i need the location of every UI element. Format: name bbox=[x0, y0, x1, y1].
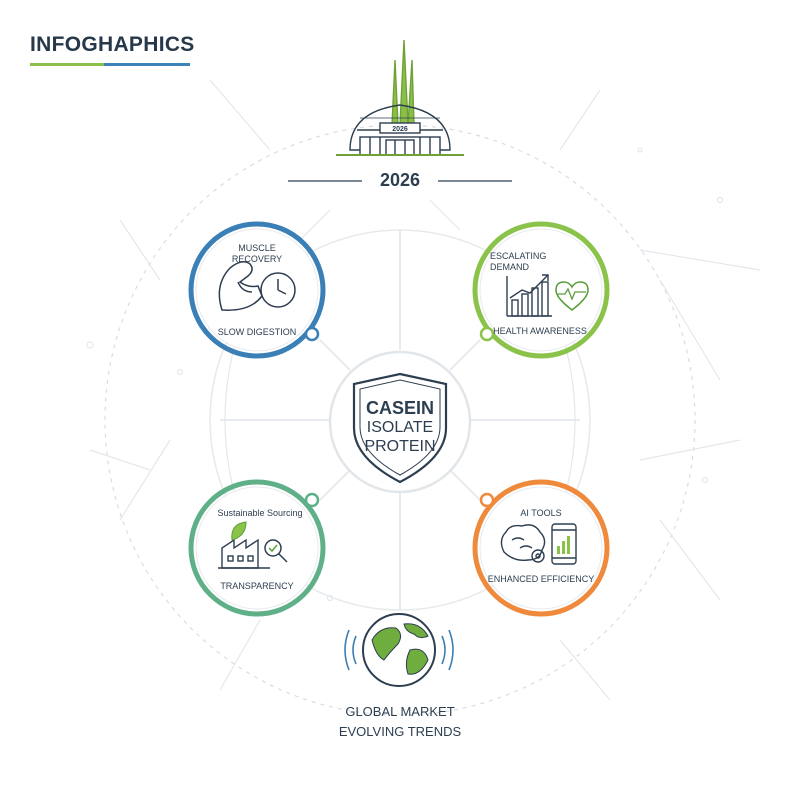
sustain-bottom-label: TRANSPARENCY bbox=[220, 581, 294, 591]
heart-pulse-icon bbox=[555, 281, 589, 312]
shield-line-3: PROTEIN bbox=[364, 438, 436, 455]
sustain-top-label: Sustainable Sourcing bbox=[217, 508, 303, 518]
phone-icon bbox=[551, 523, 577, 565]
brain-gears-icon bbox=[500, 524, 546, 563]
center-shield bbox=[328, 350, 472, 494]
flexed-arm-icon bbox=[218, 261, 263, 311]
leaf-icon bbox=[231, 521, 247, 541]
muscle-bottom-label: SLOW DIGESTION bbox=[217, 327, 297, 337]
node-sustainable-sourcing bbox=[188, 479, 326, 617]
footer-line-1: GLOBAL MARKET bbox=[345, 704, 455, 719]
stadium-sign: 2026 bbox=[392, 126, 408, 133]
demand-bottom-label: HEALTH AWARENESS bbox=[493, 326, 587, 336]
factory-icon bbox=[218, 538, 270, 569]
stadium-icon bbox=[336, 39, 464, 156]
ai-top-label: AI TOOLS bbox=[520, 508, 562, 518]
clock-icon bbox=[260, 272, 296, 308]
footer-line-2: EVOLVING TRENDS bbox=[338, 724, 462, 739]
ai-bottom-label: ENHANCED EFFICIENCY bbox=[487, 574, 595, 584]
magnifier-icon bbox=[264, 539, 288, 563]
globe-icon bbox=[344, 613, 454, 687]
node-ai-tools bbox=[472, 479, 610, 617]
shield-line-2: ISOLATE bbox=[366, 419, 434, 436]
demand-top-label: ESCALATING DEMAND bbox=[490, 251, 547, 272]
header-title: INFOGHAPHICS bbox=[30, 33, 195, 56]
node-escalating-demand bbox=[472, 221, 610, 359]
header-underline-green bbox=[30, 63, 104, 66]
hub-connectors bbox=[209, 229, 591, 611]
shield-line-1: CASEIN bbox=[365, 398, 434, 418]
bar-chart-icon bbox=[506, 274, 552, 317]
header-underline-blue bbox=[104, 63, 190, 66]
muscle-top-label: MUSCLE RECOVERY bbox=[231, 243, 283, 264]
node-muscle-recovery bbox=[188, 221, 326, 359]
signal-waves bbox=[344, 629, 454, 671]
year-label: 2026 bbox=[379, 170, 421, 190]
